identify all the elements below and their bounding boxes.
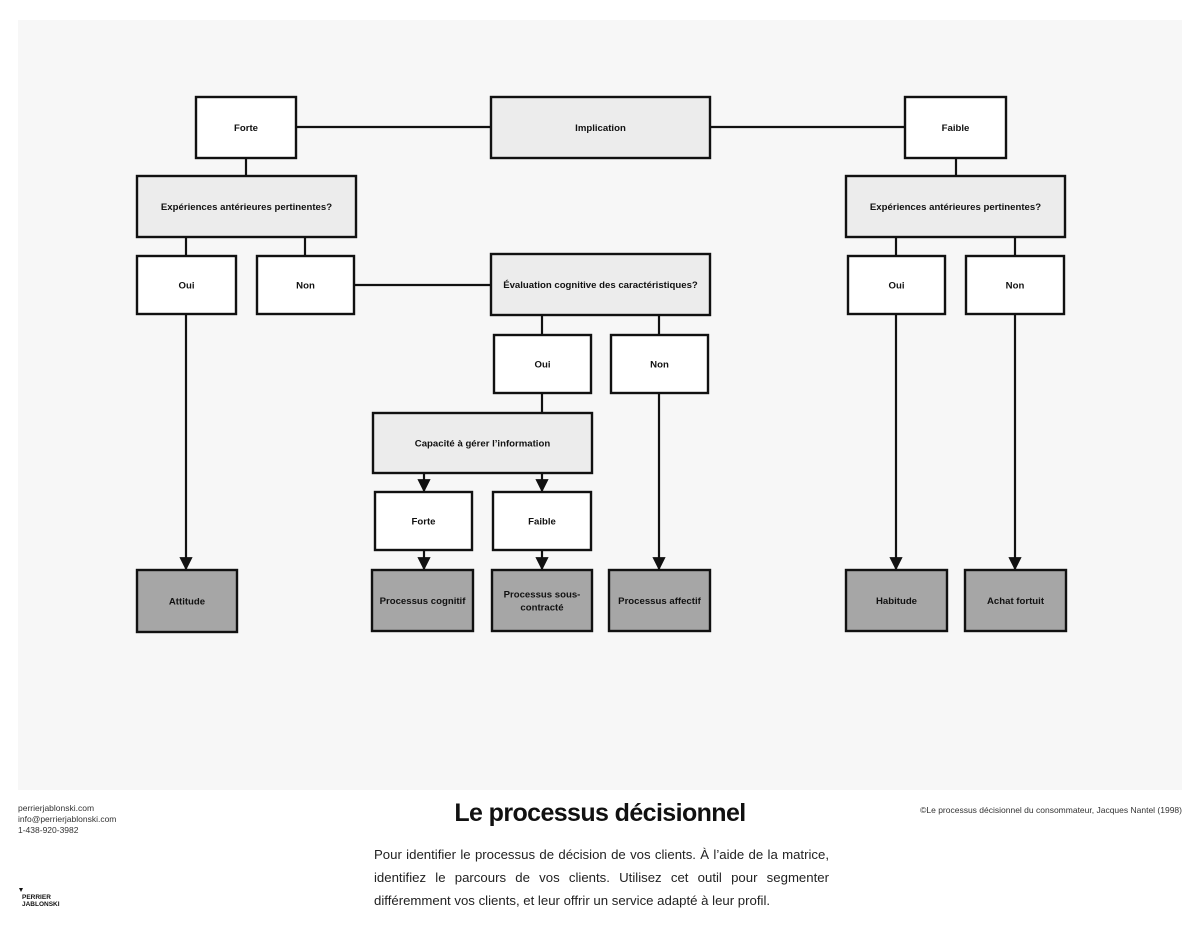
node-box (963, 568, 1068, 633)
node-non-left: Non (255, 254, 356, 316)
node-box (370, 568, 475, 633)
node-box (194, 95, 298, 160)
email-link[interactable]: info@perrierjablonski.com (18, 814, 117, 824)
node-non-right: Non (964, 254, 1066, 316)
node-label: Processus cognitif (380, 596, 467, 607)
node-label: Évaluation cognitive des caractéristique… (503, 279, 698, 291)
logo-line-1: PERRIER (22, 894, 51, 901)
node-proc-affectif: Processus affectif (607, 568, 712, 633)
node-box (135, 568, 239, 634)
node-label: Forte (412, 517, 436, 528)
contact-info: perrierjablonski.com info@perrierjablons… (18, 803, 116, 836)
node-oui-right: Oui (846, 254, 947, 316)
logo: PERRIER JABLONSKI (22, 894, 60, 908)
node-box (135, 174, 358, 239)
node-box (609, 333, 710, 395)
node-label: Faible (528, 517, 556, 528)
node-label: Faible (942, 123, 970, 134)
node-attitude: Attitude (135, 568, 239, 634)
node-label: Forte (234, 123, 258, 134)
node-achat: Achat fortuit (963, 568, 1068, 633)
node-evaluation: Évaluation cognitive des caractéristique… (489, 252, 712, 317)
node-box (844, 568, 949, 633)
node-label: contracté (520, 603, 563, 614)
node-box (489, 95, 712, 160)
node-non-eval: Non (609, 333, 710, 395)
node-forte-cap: Forte (373, 490, 474, 552)
node-label: Processus affectif (618, 596, 701, 607)
page-description: Pour identifier le processus de décision… (374, 847, 829, 908)
node-box (492, 333, 593, 395)
node-oui-eval: Oui (492, 333, 593, 395)
node-label: Implication (575, 123, 626, 134)
node-box (607, 568, 712, 633)
node-label: Oui (889, 281, 905, 292)
logo-mark-icon (19, 888, 23, 892)
node-label: Processus sous- (504, 590, 581, 601)
node-box (964, 254, 1066, 316)
node-label: Expériences antérieures pertinentes? (870, 202, 1041, 213)
node-label: Non (1006, 281, 1025, 292)
node-faible-top: Faible (903, 95, 1008, 160)
node-label: Non (296, 281, 315, 292)
logo-line-2: JABLONSKI (22, 901, 60, 908)
source-credit: ©Le processus décisionnel du consommateu… (920, 805, 1182, 815)
node-label: Oui (179, 281, 195, 292)
node-box (371, 411, 594, 475)
node-box (844, 174, 1067, 239)
node-proc-cognitif: Processus cognitif (370, 568, 475, 633)
node-box (255, 254, 356, 316)
node-exp-left: Expériences antérieures pertinentes? (135, 174, 358, 239)
node-capacite: Capacité à gérer l’information (371, 411, 594, 475)
node-proc-sous: Processus sous-contracté (490, 568, 594, 633)
page-title: Le processus décisionnel (454, 799, 746, 827)
website-link[interactable]: perrierjablonski.com (18, 803, 95, 813)
node-habitude: Habitude (844, 568, 949, 633)
phone-number: 1-438-920-3982 (18, 825, 79, 835)
node-implication: Implication (489, 95, 712, 160)
node-box (846, 254, 947, 316)
node-box (489, 252, 712, 317)
node-faible-cap: Faible (491, 490, 593, 552)
node-oui-left: Oui (135, 254, 238, 316)
node-box (490, 568, 594, 633)
node-label: Habitude (876, 596, 917, 607)
node-box (903, 95, 1008, 160)
node-forte-top: Forte (194, 95, 298, 160)
node-box (373, 490, 474, 552)
node-label: Oui (535, 360, 551, 371)
node-label: Achat fortuit (987, 596, 1045, 607)
node-label: Attitude (169, 597, 205, 608)
node-box (491, 490, 593, 552)
node-label: Non (650, 360, 669, 371)
node-label: Expériences antérieures pertinentes? (161, 202, 332, 213)
node-label: Capacité à gérer l’information (415, 439, 551, 450)
node-exp-right: Expériences antérieures pertinentes? (844, 174, 1067, 239)
node-box (135, 254, 238, 316)
